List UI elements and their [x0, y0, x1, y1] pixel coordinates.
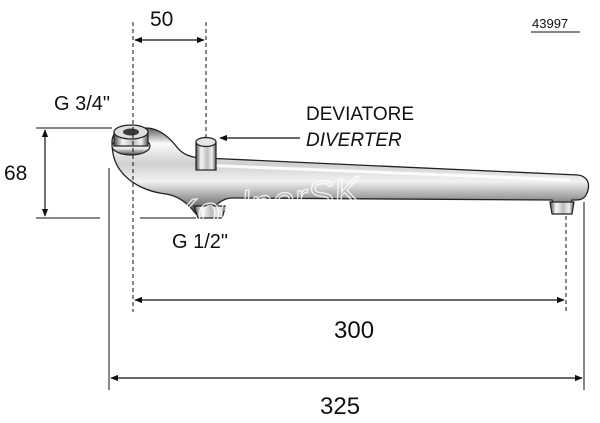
inlet-nut-hole	[123, 128, 139, 136]
spout-highlight	[199, 163, 571, 182]
dimension-label-50: 50	[150, 8, 173, 31]
dimension-inner-length: 300	[134, 216, 567, 344]
diverter-knob-top	[195, 136, 217, 148]
dimension-label-325: 325	[320, 393, 360, 420]
dimension-height: 68	[4, 127, 112, 219]
dimension-total-length: 325	[108, 168, 585, 420]
thread-label-outlet: G 1/2"	[172, 231, 228, 253]
outlet-nozzle	[193, 205, 227, 219]
dimension-spacing: 50	[132, 8, 207, 312]
dimension-label-68: 68	[4, 162, 27, 185]
spout-illustration	[111, 124, 590, 219]
diverter-callout: DEVIATORE DIVERTER	[219, 104, 414, 151]
thread-label-inlet: G 3/4"	[54, 93, 110, 115]
diverter-label-en: DIVERTER	[306, 130, 402, 151]
diverter-label-it: DEVIATORE	[306, 104, 414, 125]
part-code: 43997	[532, 16, 568, 31]
part-code-group: 43997	[531, 16, 580, 33]
tip-nozzle	[549, 201, 575, 215]
dimension-label-300: 300	[334, 317, 374, 344]
